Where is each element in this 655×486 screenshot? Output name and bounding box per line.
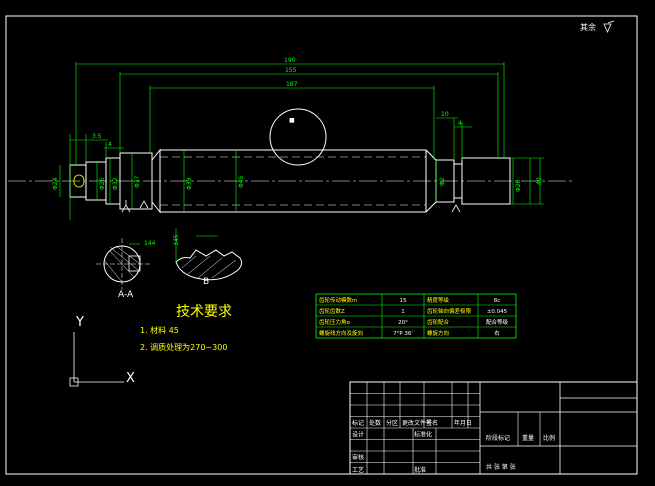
shaft-gear-body — [159, 149, 427, 213]
param-cell-r0-c3: 8c — [494, 298, 501, 304]
gear-parameter-table: 齿轮传动模数m 15 精度等级 8c 齿轮齿数Z 1 齿轮轴向偏差极限 ±0.045 齿轮压力角… — [315, 293, 517, 339]
detail-circle — [269, 108, 327, 166]
ucs-x-label: X — [126, 371, 135, 386]
rev-header-2: 分区 — [386, 419, 398, 427]
section-aa-label: A-A — [118, 290, 134, 300]
tech-title: 技术要求 — [176, 304, 232, 320]
param-cell-r3-c2: 螺旋方向 — [427, 329, 449, 337]
roughness-symbols — [121, 200, 461, 213]
title-stage-mark: 阶段标记 — [486, 434, 510, 442]
param-cell-r1-c2: 齿轮轴向偏差极限 — [427, 307, 472, 315]
param-cell-r2-c0: 齿轮压力角α — [319, 318, 351, 326]
drawing-frame — [5, 15, 638, 475]
param-cell-r3-c1: 7°P 36' — [393, 331, 413, 337]
rev-header-1: 处数 — [369, 419, 381, 427]
title-scale: 比例 — [543, 434, 555, 442]
shaft-right-step-3 — [461, 157, 511, 205]
dim-d-left-1: Φ26 — [99, 177, 106, 190]
dimension-lines: 190 155 187 10 4 3.5 4 Φ24 Φ26 Φ32 Φ37 Φ… — [52, 57, 544, 220]
param-cell-r0-c1: 15 — [400, 298, 407, 304]
param-cell-r1-c3: ±0.045 — [487, 309, 508, 315]
shaft-main-view: ■ — [8, 108, 572, 214]
title-sheets: 共 张 第 张 — [486, 463, 516, 471]
title-process: 工艺 — [352, 466, 364, 474]
dim-inner-value: 155 — [285, 67, 297, 74]
dim-left-step: 3.5 — [92, 133, 102, 140]
shaft-left-step-3 — [119, 152, 153, 210]
svg-text:■: ■ — [289, 117, 295, 124]
dim-d-right-1: Φ2 — [439, 177, 446, 186]
title-weight: 重量 — [522, 434, 534, 442]
section-b-label: B — [203, 277, 209, 287]
param-cell-r1-c0: 齿轮齿数Z — [319, 307, 345, 315]
left-keyway — [73, 174, 85, 188]
param-cell-r3-c0: 螺旋线方向及旋向 — [319, 329, 363, 337]
param-cell-r2-c2: 齿轮配合 — [427, 318, 450, 326]
dim-d-right-3: 40 — [536, 177, 543, 185]
dim-d-left-3: Φ37 — [134, 175, 141, 188]
param-cell-r2-c3: 配合等级 — [486, 318, 509, 326]
dim-d-right-2: Φ26 — [515, 179, 522, 192]
dim-overall-value: 190 — [284, 57, 296, 64]
dim-d-left-end: Φ24 — [52, 177, 59, 190]
rev-header-5: 年月日 — [454, 419, 472, 427]
ucs-y-label: Y — [75, 315, 84, 330]
param-cell-r3-c3: 右 — [494, 329, 500, 337]
title-review: 审核 — [352, 454, 364, 462]
dim-d-center-1: Φ39 — [186, 177, 193, 190]
param-cell-r0-c0: 齿轮传动模数m — [319, 296, 357, 304]
section-views: 144 A-A 345 B — [96, 228, 243, 300]
section-b-detail — [175, 249, 243, 281]
dim-body-value: 187 — [286, 81, 298, 88]
rev-header-4: 签名 — [426, 419, 438, 427]
title-block: 标记处数分区更改文件号签名 年月日设计 标准化审核工艺 批准 阶段标记 重量 比例共 张 第… — [349, 381, 638, 475]
tech-line-1: 1. 材料 45 — [140, 325, 179, 335]
technical-requirements: 技术要求 1. 材料 45 2. 调质处理为270~300 — [140, 304, 232, 352]
param-cell-r0-c2: 精度等级 — [427, 296, 450, 304]
section-aa-dim: 144 — [144, 240, 156, 247]
param-cell-r2-c1: 20° — [398, 320, 408, 326]
rev-header-0: 标记 — [352, 419, 364, 427]
rev-header-3: 更改文件号 — [402, 419, 432, 427]
dim-d-center-2: Φ45 — [238, 175, 245, 188]
dim-left-gap: 4 — [108, 141, 112, 148]
corner-mark-text: 其余 — [580, 22, 596, 32]
dim-right-gap: 4 — [458, 120, 462, 127]
surface-roughness-mark: 其余 — [580, 20, 615, 33]
ucs-icon: Y X — [69, 315, 135, 387]
dim-d-left-2: Φ32 — [112, 177, 119, 190]
tech-line-2: 2. 调质处理为270~300 — [140, 342, 227, 352]
section-b-dim: 345 — [173, 234, 180, 246]
title-design: 设计 — [352, 431, 364, 439]
title-standardize: 标准化 — [414, 431, 432, 439]
dim-right-step: 10 — [441, 111, 449, 118]
param-cell-r1-c1: 1 — [401, 309, 405, 315]
title-approve: 批准 — [414, 466, 426, 474]
